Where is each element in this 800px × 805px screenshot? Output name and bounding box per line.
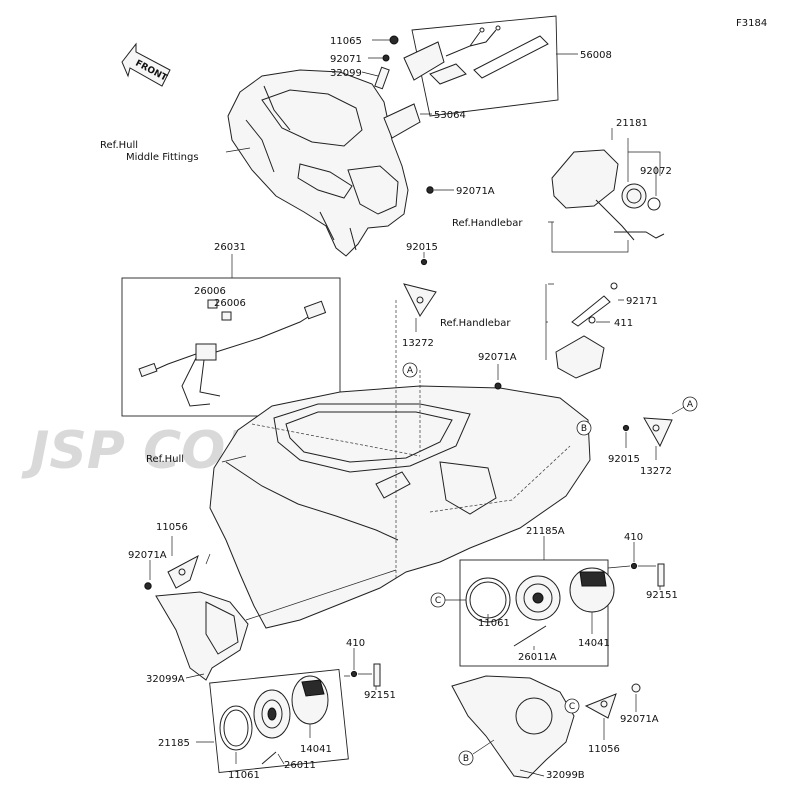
callout-C-1-text: C [435, 596, 441, 606]
label-92071A-top: 92071A [456, 186, 495, 197]
part-92151-bottom-shape [373, 663, 381, 687]
label-13272-a: 13272 [402, 338, 434, 349]
label-ref-hull: Ref.Hull [146, 454, 184, 465]
figure-code: F3184 [736, 18, 767, 29]
label-26011A: 26011A [518, 652, 557, 663]
part-92071A-mid-shape [494, 382, 502, 390]
callout-C-2-text: C [569, 702, 575, 712]
part-13272-b-shape [643, 417, 673, 448]
part-11056-right-shape [584, 693, 617, 719]
part-21185-box [209, 668, 349, 774]
callout-B-1-text: B [581, 424, 587, 434]
label-26011: 26011 [284, 760, 316, 771]
label-26031: 26031 [214, 242, 246, 253]
label-11061-right: 11061 [478, 618, 510, 629]
callout-A-2 [682, 396, 698, 412]
part-32099-shape [374, 66, 390, 90]
part-92071A-right-shape [631, 683, 641, 693]
label-32099: 32099 [330, 68, 362, 79]
part-26031-box [121, 277, 341, 417]
speaker-21185A-drawing [465, 567, 615, 647]
callout-B-1 [576, 420, 592, 436]
part-11065-shape [389, 35, 399, 45]
label-92071A-left: 92071A [128, 550, 167, 561]
hull-assembly [209, 385, 591, 629]
part-92071-shape [382, 54, 390, 62]
part-410-right-shape [630, 562, 638, 570]
part-32099A-shape [155, 591, 249, 681]
part-11056-left-shape [167, 554, 199, 589]
part-56008-box [411, 15, 559, 117]
part-410-bottom-shape [350, 670, 358, 678]
label-92171: 92171 [626, 296, 658, 307]
label-ref-hull-middle-1: Ref.Hull [100, 140, 138, 151]
middle-fittings-assembly [227, 69, 409, 257]
part-92015-b-shape [622, 424, 630, 432]
label-14041-bottom: 14041 [300, 744, 332, 755]
label-32099A: 32099A [146, 674, 185, 685]
label-26006-b: 26006 [214, 298, 246, 309]
label-13272-b: 13272 [640, 466, 672, 477]
part-92071A-top-shape [426, 186, 434, 194]
part-92015-a-shape [420, 258, 428, 266]
label-92151-bottom: 92151 [364, 690, 396, 701]
label-92072: 92072 [640, 166, 672, 177]
label-92071A-right: 92071A [620, 714, 659, 725]
label-92151-right: 92151 [646, 590, 678, 601]
part-92151-right-shape [657, 563, 665, 587]
part-53064-shape [383, 103, 421, 139]
label-53064: 53064 [434, 110, 466, 121]
label-56008: 56008 [580, 50, 612, 61]
callout-C-2 [564, 698, 580, 714]
part-32099B-shape [451, 675, 575, 779]
label-ref-hull-middle-2: Middle Fittings [126, 152, 199, 163]
label-92071: 92071 [330, 54, 362, 65]
label-92015-b: 92015 [608, 454, 640, 465]
label-92071A-mid: 92071A [478, 352, 517, 363]
label-11056-left: 11056 [156, 522, 188, 533]
label-ref-handlebar-2: Ref.Handlebar [440, 318, 511, 329]
label-11065: 11065 [330, 36, 362, 47]
label-21185: 21185 [158, 738, 190, 749]
front-arrow-icon: FRONT [121, 42, 171, 87]
part-21181-switch-assembly [551, 149, 665, 241]
label-14041-right: 14041 [578, 638, 610, 649]
callout-A-2-text: A [687, 400, 694, 410]
callout-A-1-text: A [407, 366, 414, 376]
part-92071A-left-shape [144, 582, 152, 590]
label-ref-handlebar-1: Ref.Handlebar [452, 218, 523, 229]
label-11061-bottom: 11061 [228, 770, 260, 781]
label-32099B: 32099B [546, 770, 585, 781]
label-21185A: 21185A [526, 526, 565, 537]
label-21181: 21181 [616, 118, 648, 129]
label-410-bottom: 410 [346, 638, 365, 649]
callout-B-2 [458, 750, 474, 766]
callout-B-2-text: B [463, 754, 469, 764]
part-13272-a-shape [403, 283, 437, 317]
label-410-right: 410 [624, 532, 643, 543]
harness-26031-drawing [138, 299, 327, 407]
label-26006-a: 26006 [194, 286, 226, 297]
label-11056-right: 11056 [588, 744, 620, 755]
callout-A-1 [402, 362, 418, 378]
label-92015-a: 92015 [406, 242, 438, 253]
handlebar-unit-2 [555, 282, 618, 379]
part-21185A-box [459, 559, 609, 667]
speaker-21185-drawing [219, 675, 329, 765]
label-411: 411 [614, 318, 633, 329]
